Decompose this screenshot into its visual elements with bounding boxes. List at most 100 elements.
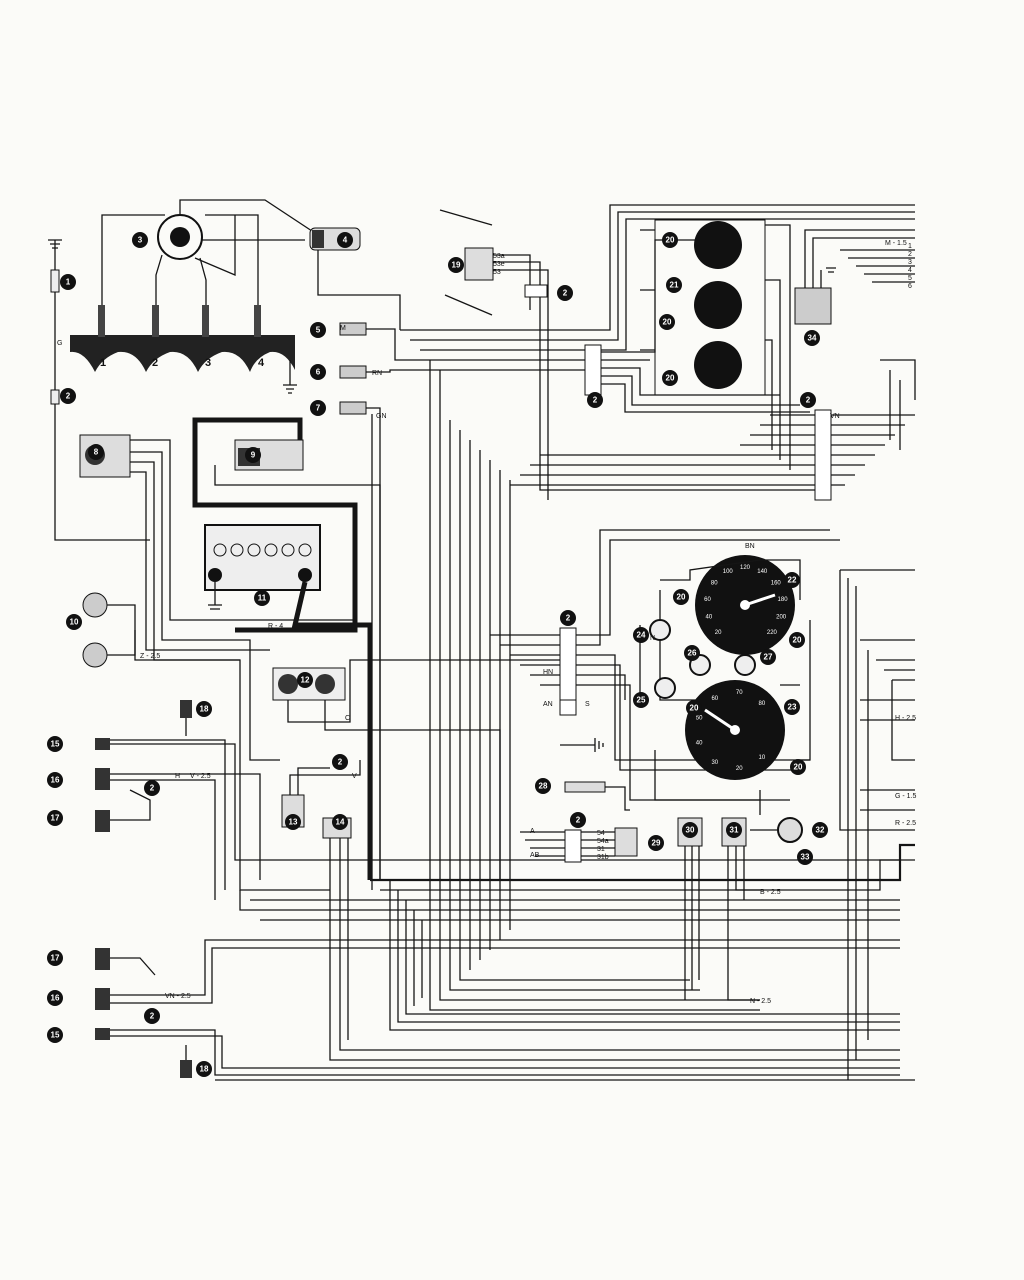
pin-label: 3 xyxy=(908,259,912,266)
wire-label: H - 2.5 xyxy=(895,715,916,722)
component-number: 20 xyxy=(663,318,672,327)
component-callout-marker xyxy=(760,649,776,665)
pin-label: 1 xyxy=(908,243,912,250)
component-number: 19 xyxy=(452,261,461,270)
component-callout-marker xyxy=(144,1008,160,1024)
wire-label: HN xyxy=(543,669,553,676)
gauge-scale-label: 200 xyxy=(776,615,787,621)
cylinder-label: 1 xyxy=(100,357,106,369)
pin-label: 31 xyxy=(597,846,605,853)
wire-label: G xyxy=(57,340,62,347)
component-number: 2 xyxy=(593,396,598,405)
gauge-scale-label: 220 xyxy=(767,630,778,636)
component-number: 16 xyxy=(51,994,60,1003)
wire xyxy=(54,240,150,541)
pin-label: 4 xyxy=(908,267,912,274)
gauge-scale-label: 40 xyxy=(706,615,713,621)
component-callout-marker xyxy=(332,814,348,830)
wire-label: N - 2.5 xyxy=(750,998,771,1005)
gauge-scale-label: 20 xyxy=(715,630,722,636)
wire-label: H xyxy=(175,773,180,780)
speedometer xyxy=(695,555,795,655)
component-number: 32 xyxy=(816,826,825,835)
gauge-scale-label: 140 xyxy=(757,569,768,575)
wire-label: RN xyxy=(372,370,382,377)
fuse xyxy=(50,389,60,405)
gauge-scale-label: 160 xyxy=(771,581,782,587)
ignition-switch xyxy=(777,817,803,843)
component-callout-marker xyxy=(684,645,700,661)
gauge-scale-label: 30 xyxy=(711,760,718,766)
component-number: 20 xyxy=(666,236,675,245)
wire-label: S xyxy=(585,701,590,708)
component-callout-marker xyxy=(297,672,313,688)
tachometer xyxy=(685,680,785,780)
component-number: 23 xyxy=(788,703,797,712)
component-number: 2 xyxy=(563,289,568,298)
gauge-scale-label: 100 xyxy=(723,569,734,575)
gauge-scale-label: 50 xyxy=(696,715,703,721)
wire-label: BN xyxy=(745,543,755,550)
component-callout-marker xyxy=(686,700,702,716)
component-number: 17 xyxy=(51,814,60,823)
component-number: 29 xyxy=(652,839,661,848)
connector-block xyxy=(564,829,582,863)
relay xyxy=(272,659,560,880)
fuse xyxy=(50,269,60,293)
wire-label: GN xyxy=(376,413,387,420)
gauge-scale-label: 60 xyxy=(711,696,718,702)
wire-label: V xyxy=(352,773,357,780)
component-number: 13 xyxy=(289,818,298,827)
component-callout-marker xyxy=(66,614,82,630)
component-callout-marker xyxy=(196,1061,212,1077)
component-number: 31 xyxy=(730,826,739,835)
component-callout-marker xyxy=(47,1027,63,1043)
component-number: 33 xyxy=(801,853,810,862)
component-number: 20 xyxy=(794,763,803,772)
wire-label: G - 1.5 xyxy=(895,793,917,800)
component-number: 2 xyxy=(566,614,571,623)
component-callout-marker xyxy=(245,447,261,463)
pin-label: 6 xyxy=(908,283,912,290)
wire-label: M xyxy=(340,325,346,332)
warning-lamp xyxy=(734,654,756,676)
pin-label: 54a xyxy=(597,838,609,845)
component-number: 10 xyxy=(70,618,79,627)
wire-label: B - 2.5 xyxy=(760,889,781,896)
component-callout-marker xyxy=(47,990,63,1006)
component-number: 25 xyxy=(637,696,646,705)
component-number: 9 xyxy=(251,451,256,460)
component-number: 5 xyxy=(316,326,321,335)
switch-29 xyxy=(614,827,638,857)
engine-block: 1 2 3 4 xyxy=(70,214,297,394)
component-number: 22 xyxy=(788,576,797,585)
wire-label: R - 4 xyxy=(268,623,283,630)
battery xyxy=(204,524,373,880)
cylinder-label: 2 xyxy=(152,357,158,369)
component-number: 26 xyxy=(688,649,697,658)
wire-label: VN - 2.5 xyxy=(165,993,191,1000)
connector-block xyxy=(559,699,577,716)
wire-label: C xyxy=(345,715,350,722)
component-callout-marker xyxy=(557,285,573,301)
component-number: 11 xyxy=(258,594,267,603)
component-callout-marker xyxy=(790,759,806,775)
spark-plug xyxy=(98,305,105,337)
component-number: 15 xyxy=(51,740,60,749)
connector-block xyxy=(814,409,832,501)
component-number: 28 xyxy=(539,782,548,791)
component-callout-marker xyxy=(47,950,63,966)
component-callout-marker xyxy=(587,392,603,408)
component-callout-marker xyxy=(60,274,76,290)
component-number: 2 xyxy=(338,758,343,767)
component-number: 7 xyxy=(316,404,321,413)
gauge-scale-label: 80 xyxy=(711,581,718,587)
component-callout-marker xyxy=(310,400,326,416)
spark-plug xyxy=(254,305,261,337)
pin-label: 53a xyxy=(493,253,505,260)
pin-label: 5 xyxy=(908,275,912,282)
ignition-coil xyxy=(309,227,401,330)
gauge-scale-label: 40 xyxy=(696,741,703,747)
